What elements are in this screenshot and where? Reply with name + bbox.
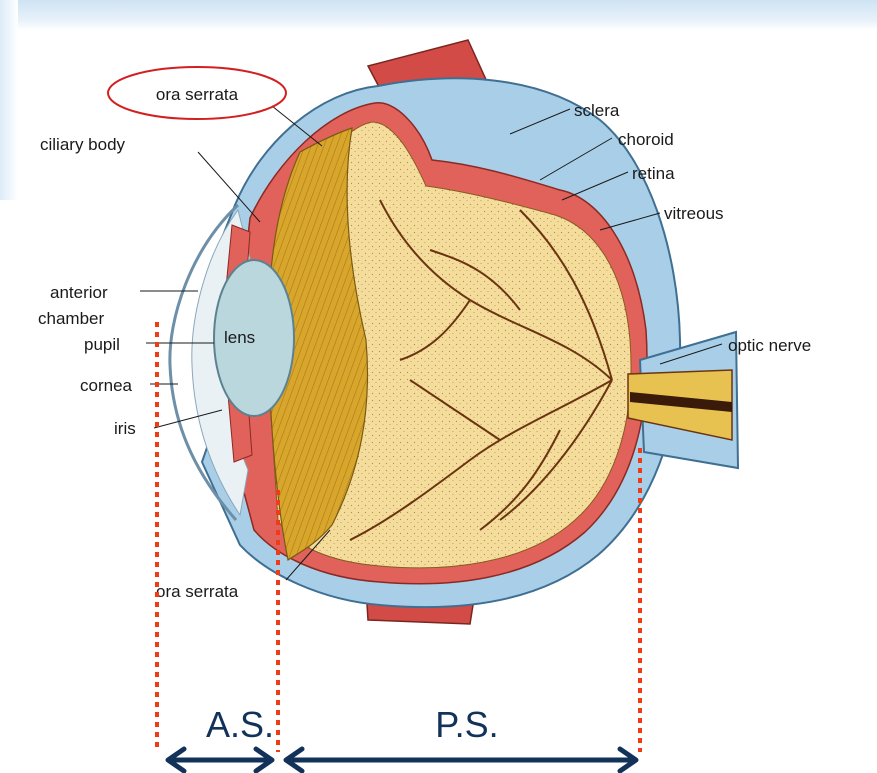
label-ora-serrata-bottom: ora serrata bbox=[156, 582, 239, 601]
label-anterior-chamber-line1: anterior bbox=[50, 283, 108, 302]
label-anterior-chamber-line2: chamber bbox=[38, 309, 104, 328]
label-cornea: cornea bbox=[80, 376, 133, 395]
segment-arrows bbox=[168, 749, 636, 771]
label-ciliary-body: ciliary body bbox=[40, 135, 126, 154]
label-iris: iris bbox=[114, 419, 136, 438]
label-ora-serrata-top: ora serrata bbox=[156, 85, 239, 104]
label-pupil: pupil bbox=[84, 335, 120, 354]
label-lens: lens bbox=[224, 328, 255, 347]
label-retina: retina bbox=[632, 164, 675, 183]
posterior-segment-label: P.S. bbox=[435, 704, 498, 745]
label-choroid: choroid bbox=[618, 130, 674, 149]
label-sclera: sclera bbox=[574, 101, 620, 120]
anterior-segment-label: A.S. bbox=[206, 704, 274, 745]
label-optic-nerve: optic nerve bbox=[728, 336, 811, 355]
label-vitreous: vitreous bbox=[664, 204, 724, 223]
